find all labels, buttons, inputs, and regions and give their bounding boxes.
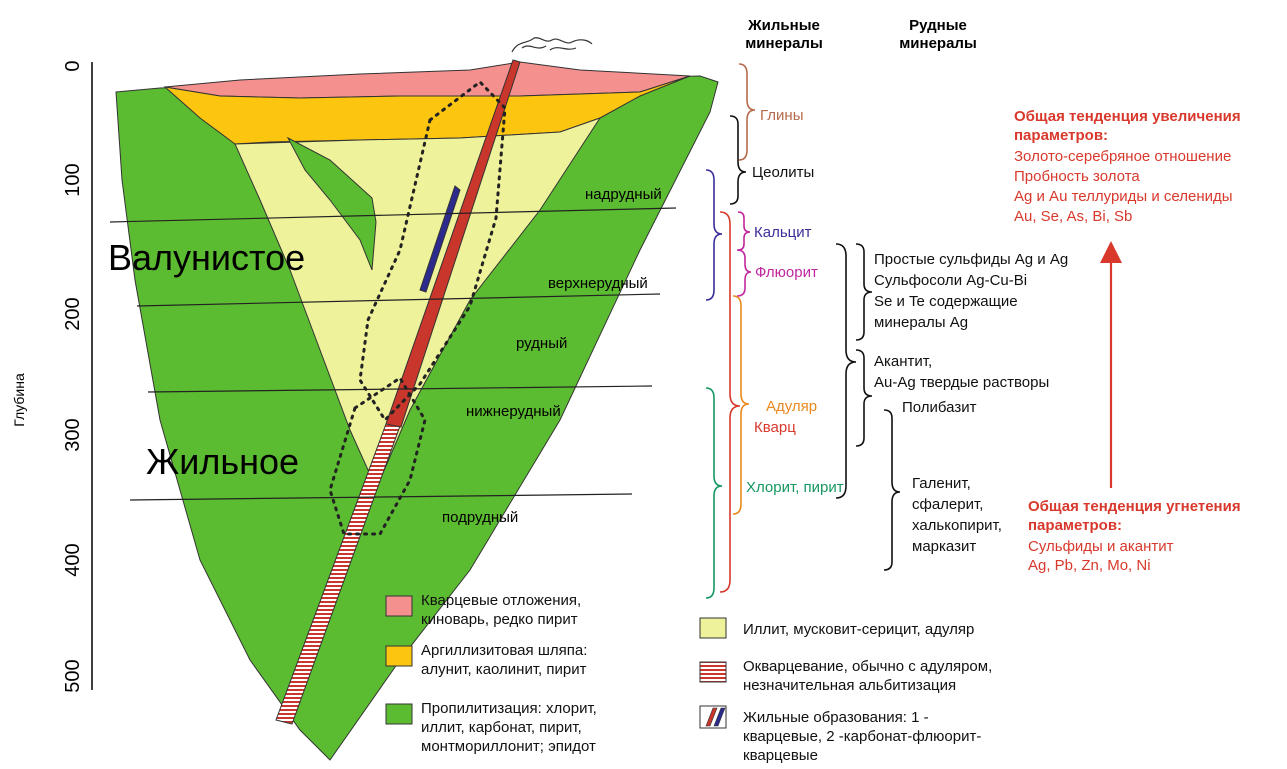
axis-tick-100: 100 [62,163,84,196]
legend-label: кварцевые, 2 -карбонат-флюорит- [743,728,981,745]
cross-section [116,38,718,760]
trend-increase: Общая тенденция увеличения параметров: З… [1014,108,1241,225]
legend-swatch-veins-icon [700,706,726,728]
zeolites-bracket [730,116,746,204]
ore-text: Акантит, [874,353,932,370]
trend-decrease-title: Общая тенденция угнетения [1028,498,1241,515]
legend-swatch-quartz-deposits [386,596,412,616]
ore-minerals-header-2: минералы [899,35,977,52]
legend-label: киноварь, редко пирит [421,611,578,628]
ore-text: халькопирит, [912,517,1002,534]
ore-bracket-3 [884,410,900,570]
trend-increase-item: Золото-серебряное отношение [1014,148,1231,165]
ore-text: сфалерит, [912,496,983,513]
vein-mineral-chlorite-pyrite: Хлорит, пирит [746,479,844,496]
ore-bracket-tall [836,244,856,498]
legend-label: иллит, карбонат, пирит, [421,719,582,736]
ore-minerals-header-1: Рудные [909,17,967,34]
trend-increase-item: Пробность золота [1014,168,1140,185]
legend-label: Аргиллизитовая шляпа: [421,642,587,659]
ore-text: марказит [912,538,976,555]
depth-axis: 0 100 200 300 400 500 Глубина [11,60,92,692]
ore-text: Au-Ag твердые растворы [874,374,1049,391]
vein-mineral-clays: Глины [760,107,803,124]
ore-group-3: Галенит, сфалерит, халькопирит, марказит [912,475,1002,555]
legend-label: кварцевые [743,747,818,764]
ore-text: Se и Te содержащие [874,293,1018,310]
ore-group-1: Простые сульфиды Ag и Ag Сульфосоли Ag-C… [874,251,1068,331]
trend-increase-title: Общая тенденция увеличения [1014,108,1241,125]
axis-tick-500: 500 [62,659,84,692]
zone-label-upper-ore: верхнерудный [548,275,648,292]
deposit-type-upper: Валунистое [108,237,305,278]
legend-label: Жильные образования: 1 - [743,709,929,726]
ore-polybasite: Полибазит [902,399,977,416]
axis-tick-200: 200 [62,297,84,330]
ore-text: Простые сульфиды Ag и Ag [874,251,1068,268]
ore-text: Сульфосоли Ag-Cu-Bi [874,272,1027,289]
trend-decrease-item: Сульфиды и акантит [1028,538,1174,555]
quartz-bracket [720,212,740,592]
kaltsit-bracket [738,212,750,250]
ore-bracket-2 [856,350,872,446]
legend-swatch-silicification [700,662,726,682]
calcite-bracket [706,170,722,300]
axis-tick-400: 400 [62,543,84,576]
vein-mineral-calcite: Кальцит [754,224,812,241]
legend-swatch-argillic [386,646,412,666]
ore-group-2: Акантит, Au-Ag твердые растворы [874,353,1049,391]
vein-mineral-brackets [706,64,755,598]
axis-tick-300: 300 [62,418,84,451]
legend-label: Пропилитизация: хлорит, [421,700,597,717]
zone-label-lower-ore: нижнерудный [466,403,561,420]
trend-increase-title: параметров: [1014,127,1108,144]
legend-swatch-illite [700,618,726,638]
trend-decrease-item: Ag, Pb, Zn, Mo, Ni [1028,557,1151,574]
vein-minerals-header-2: минералы [745,35,823,52]
ore-text: Галенит, [912,475,971,492]
legend-swatch-propylitic [386,704,412,724]
legend-label: монтмориллонит; эпидот [421,738,596,755]
surface-sinter [512,38,592,52]
trend-increase-item: Au, Se, As, Bi, Sb [1014,208,1132,225]
legend-label: алунит, каолинит, пирит [421,661,587,678]
ore-bracket-1 [856,244,872,340]
legend-label: Кварцевые отложения, [421,592,581,609]
axis-label: Глубина [11,373,27,427]
legend-label: Иллит, мусковит-серицит, адуляр [743,621,974,638]
zone-label-above-ore: надрудный [585,186,662,203]
legend-label: Окварцевание, обычно с адуляром, [743,658,992,675]
legend-label: незначительная альбитизация [743,677,956,694]
deposit-type-lower: Жильное [146,441,299,482]
zone-label-ore: рудный [516,335,567,352]
legend: Кварцевые отложения, киноварь, редко пир… [386,592,992,764]
zone-label-below-ore: подрудный [442,509,518,526]
fluorite-bracket [737,250,751,296]
vein-minerals-header-1: Жильные [747,17,820,34]
vein-mineral-quartz: Кварц [754,419,796,436]
ore-text: минералы Ag [874,314,968,331]
clays-bracket [739,64,755,160]
vein-mineral-fluorite: Флюорит [755,264,818,281]
axis-tick-0: 0 [62,60,84,71]
trend-decrease-title: параметров: [1028,517,1122,534]
trend-increase-item: Ag и Au теллуриды и селениды [1014,188,1233,205]
vein-mineral-adularia: Адуляр [766,398,817,415]
vein-mineral-zeolites: Цеолиты [752,164,814,181]
trend-decrease: Общая тенденция угнетения параметров: Су… [1028,498,1241,574]
chlorite-bracket [706,388,722,598]
